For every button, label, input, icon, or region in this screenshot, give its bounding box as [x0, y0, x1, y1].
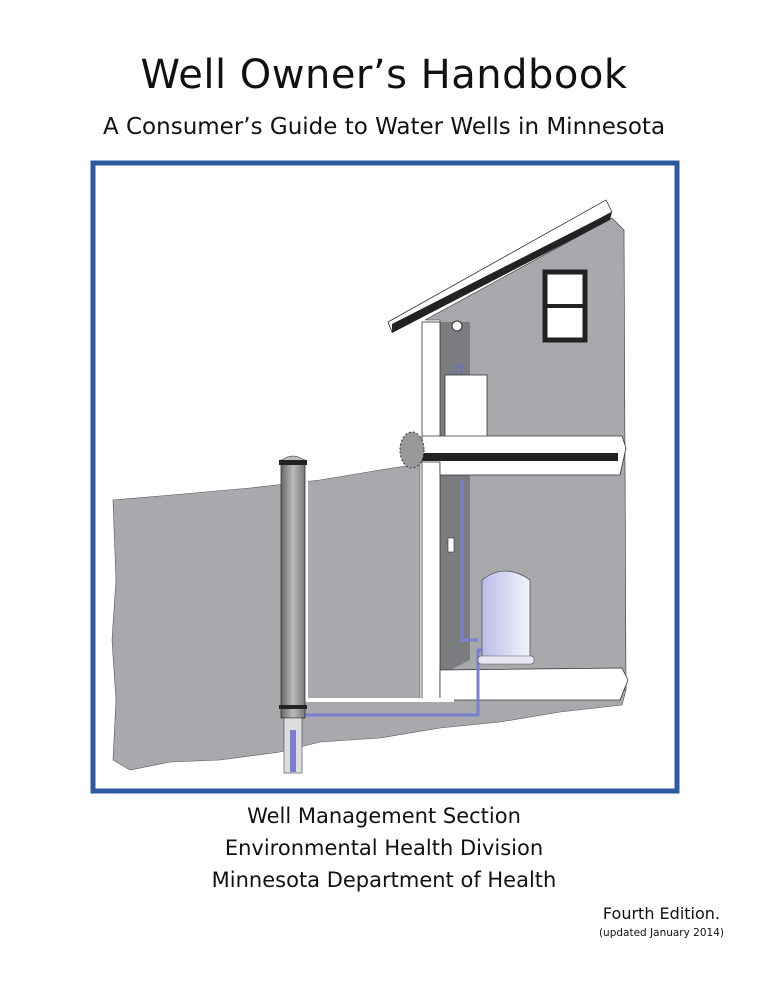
document-subtitle: A Consumer’s Guide to Water Wells in Min… — [102, 114, 666, 140]
interior-wall-lower — [440, 475, 470, 675]
well-cap — [279, 460, 307, 465]
publisher-section: Well Management Section — [247, 804, 521, 828]
house-foundation-wall — [421, 321, 441, 701]
drop-pipe — [290, 730, 296, 772]
well-casing — [280, 459, 306, 719]
floor-beam — [422, 453, 618, 461]
publisher-department: Minnesota Department of Health — [211, 868, 557, 892]
publisher-division: Environmental Health Division — [224, 836, 544, 860]
edition-label: Fourth Edition. — [602, 904, 720, 923]
vent-conduit — [304, 475, 454, 702]
clock-icon — [451, 320, 463, 332]
basement-floor — [439, 667, 629, 701]
faucet — [455, 365, 463, 374]
pressure-tank — [481, 570, 531, 659]
pressure-switch — [447, 537, 455, 553]
roof-edge — [392, 212, 612, 333]
ground-cross-section — [111, 463, 627, 771]
updated-date: (updated January 2014) — [598, 927, 724, 939]
document-title: Well Owner’s Handbook — [140, 52, 628, 98]
sink-cabinet — [444, 374, 488, 446]
shrub — [399, 431, 425, 469]
